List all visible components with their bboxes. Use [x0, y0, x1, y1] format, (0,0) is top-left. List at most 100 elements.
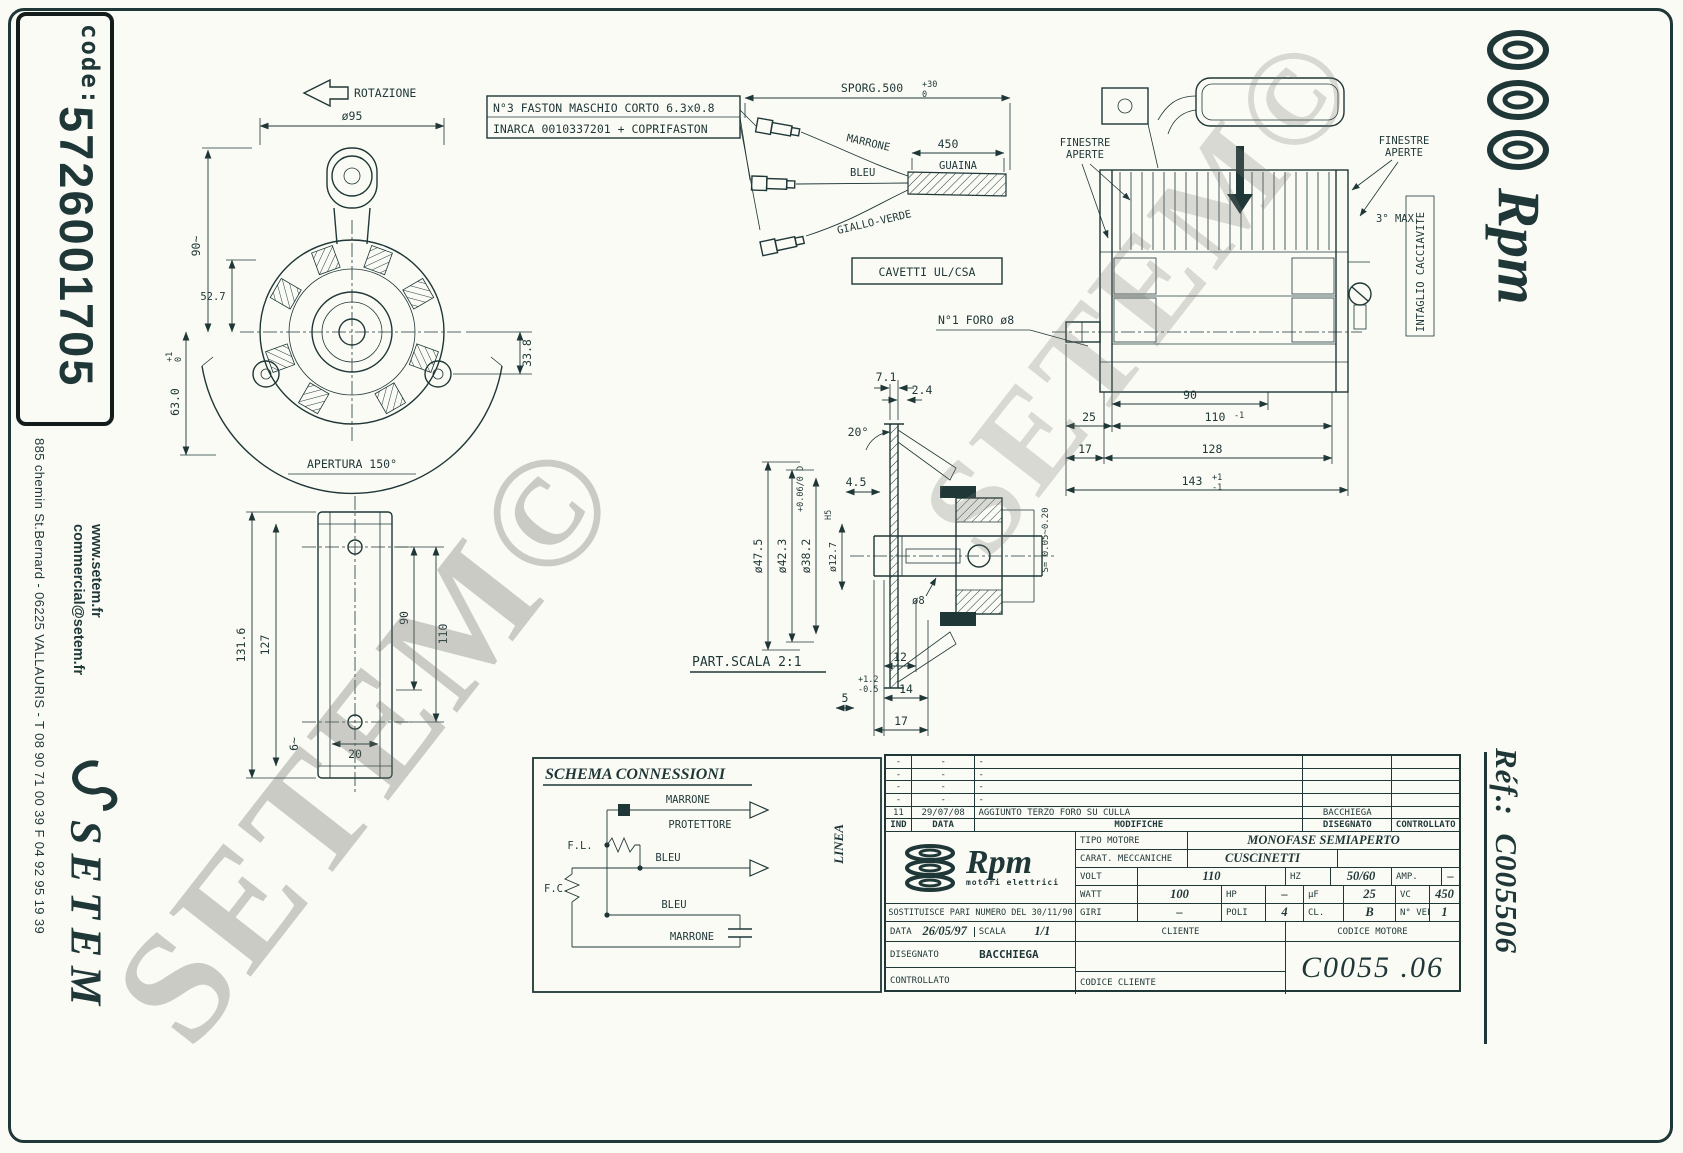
dim-143: 143: [1182, 474, 1203, 488]
capacitor: [1195, 77, 1345, 127]
dim-dia38-2: ø38.2: [799, 539, 813, 574]
dim-63: 63.0: [168, 388, 182, 416]
sporg-tol-dn: 0: [922, 90, 927, 100]
line-terminal-arrow: [749, 859, 770, 877]
rotation-arrow-icon: [302, 78, 349, 108]
reference-code: Réf.: C005506: [1488, 748, 1524, 954]
dim-14: 14: [899, 682, 913, 696]
dim-2-4: 2.4: [912, 383, 933, 397]
dim-dia8: ø8: [912, 595, 925, 607]
cliente-header-row: CLIENTE CODICE MOTORE: [1076, 922, 1459, 943]
guaina-label: GUAINA: [939, 160, 978, 172]
sporg-tol-up: +30: [922, 80, 937, 90]
data-scala-row: DATA 26/05/97 SCALA 1/1: [886, 922, 1075, 943]
finestre-right-label2: APERTE: [1385, 147, 1423, 159]
dim-52-7: 52.7: [200, 291, 225, 303]
wire-label-giallo-verde: GIALLO-VERDE: [836, 208, 913, 237]
giri-row: GIRI – POLI 4 CL. B N° VEL. 1: [1076, 904, 1459, 923]
dim-90: 90: [1183, 388, 1197, 402]
angle-20: 20°: [848, 425, 869, 439]
dim-143-tol-dn: -1: [1212, 483, 1222, 493]
code-label: code:: [76, 24, 104, 107]
rpm-logo-small: Rpm motori elettrici: [886, 832, 1075, 905]
finestre-right-label: FINESTRE: [1379, 135, 1430, 147]
dim-63-tol-dn: 0: [174, 357, 184, 362]
max3-label: 3° MAX.: [1376, 213, 1420, 225]
finestre-left-label: FINESTRE: [1060, 137, 1111, 149]
cavetti-label: CAVETTI UL/CSA: [879, 265, 976, 279]
volt-row: VOLT 110 HZ 50/60 AMP. –: [1076, 868, 1459, 887]
schema-bleu-mid: BLEU: [655, 852, 680, 864]
rpm-subtitle: motori elettrici: [965, 878, 1060, 888]
address-text: 885 chemin St.Bernard - 06225 VALLAURIS …: [32, 438, 47, 935]
dim-dia47-5: ø47.5: [751, 539, 765, 574]
cliente-space: [1076, 942, 1285, 973]
tol-up: +1.2: [858, 675, 878, 685]
disegnato-row: DISEGNATO BACCHIEGA: [886, 942, 1075, 969]
schema-title: SCHEMA CONNESSIONI: [545, 766, 726, 783]
line-terminal-arrow: [749, 801, 770, 819]
dim-90: 90~: [189, 236, 203, 257]
dim-12: 12: [893, 650, 907, 664]
wire-label-marrone: MARRONE: [845, 132, 891, 154]
front-view: ROTAZIONE ø95: [165, 78, 534, 495]
dim-7-1: 7.1: [876, 370, 897, 384]
sheet-border: [8, 8, 1673, 1143]
faston-connector: [754, 117, 801, 137]
dim-128: 128: [1202, 442, 1223, 456]
finestre-left-label2: APERTE: [1066, 149, 1104, 161]
cable-sheath: [907, 171, 1007, 197]
part-scala-label: PART.SCALA 2:1: [692, 655, 802, 670]
apertura-label: APERTURA 150°: [307, 457, 397, 471]
setem-swirl-icon: [72, 760, 118, 811]
title-block-main: Rpm motori elettrici SOSTITUISCE PARI NU…: [886, 832, 1459, 995]
dim-25: 25: [1082, 410, 1096, 424]
codice-motore-value: C0055 .06: [1300, 951, 1444, 985]
down-arrow-icon: [1227, 146, 1253, 214]
schema-linea: LINEA: [831, 824, 846, 865]
watt-row: WATT 100 HP – µF 25 VC 450: [1076, 886, 1459, 905]
dim-4-5: 4.5: [846, 475, 867, 489]
faston-note-2: INARCA 0010337201 + COPRIFASTON: [493, 122, 708, 136]
contact-links: www.setem.fr commercial@setem.fr: [68, 524, 104, 675]
setem-wordmark: SETEM: [61, 820, 111, 1015]
code-value: 5726001705: [50, 106, 103, 388]
protettore-symbol: [618, 804, 630, 816]
cooling-fins: [1119, 172, 1330, 250]
ref-label: Réf.:: [1489, 748, 1524, 816]
code-box: code: 5726001705: [16, 12, 114, 426]
intaglio-label: INTAGLIO CACCIAVITE: [1415, 212, 1427, 332]
dim-17: 17: [1078, 442, 1092, 456]
side-view: FINESTRE APERTE FINESTRE APERTE 3° MAX. …: [936, 77, 1435, 496]
dim-dia38-2-tol: +0.06/0 D: [796, 466, 806, 512]
tol-dn: -0.5: [858, 685, 878, 695]
dim-450: 450: [938, 137, 959, 151]
revision-row: ---: [886, 756, 1459, 769]
faston-connector: [750, 175, 796, 192]
ref-value: C005506: [1489, 833, 1524, 955]
tipo-motore-row: TIPO MOTORE MONOFASE SEMIAPERTO: [1076, 832, 1459, 851]
dim-33-8: 33.8: [520, 339, 534, 367]
dim-6: 6~: [287, 737, 301, 751]
dim-dia95: ø95: [342, 109, 363, 123]
revision-row: ---: [886, 794, 1459, 807]
schema-fc: F.C.: [544, 883, 569, 895]
codice-area: CODICE CLIENTE C0055 .06: [1076, 942, 1459, 995]
sporg-label: SPORG.500: [841, 81, 903, 95]
schema-connessioni: SCHEMA CONNESSIONI MARRONE PROTETTORE F.…: [532, 757, 882, 993]
codice-cliente-label: CODICE CLIENTE: [1080, 978, 1156, 989]
website-text: www.setem.fr: [88, 524, 104, 618]
sostituisce-note: SOSTITUISCE PARI NUMERO DEL 30/11/90: [886, 904, 1075, 923]
dim-5: 5: [842, 691, 849, 705]
dim-dia42-3: ø42.3: [775, 539, 789, 574]
email-text: commercial@setem.fr: [70, 524, 86, 676]
fl-resistor: [606, 836, 640, 854]
section-detail: 7.1 2.4 20° 4.5 ø47.5 ø42.3 ø38.2 +0.06/…: [690, 370, 1055, 736]
dim-17: 17: [894, 714, 908, 728]
dim-127: 127: [258, 635, 272, 656]
